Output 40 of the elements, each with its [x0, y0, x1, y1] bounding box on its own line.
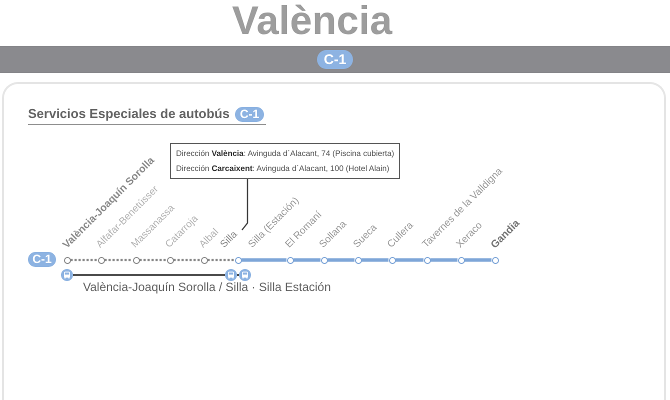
line-badge: C-1 — [28, 252, 56, 267]
route-caption: València-Joaquín Sorolla / Silla · Silla Estación — [83, 280, 331, 294]
station-marker-icon — [320, 256, 328, 264]
route-line — [430, 258, 458, 262]
dotted-route-line — [174, 258, 200, 262]
route-line — [242, 258, 286, 262]
dotted-route-line — [208, 258, 234, 262]
leader-line — [241, 179, 248, 230]
note-box — [170, 143, 400, 179]
dotted-route-line — [70, 258, 98, 262]
station-marker-icon — [166, 256, 174, 264]
dotted-route-line — [104, 258, 132, 262]
route-line — [294, 258, 320, 262]
station-marker-icon — [234, 256, 242, 264]
route-line — [396, 258, 424, 262]
dotted-route-line — [140, 258, 166, 262]
station-marker-icon — [132, 256, 140, 264]
bus-icon — [239, 269, 251, 281]
station-marker-icon — [64, 256, 70, 264]
bus-route-line — [73, 274, 225, 276]
station-marker-icon — [388, 256, 396, 264]
station-marker-icon — [492, 256, 498, 264]
note-text: Dirección València: Avinguda d´Alacant, 74 (Piscina cubierta) — [176, 148, 394, 160]
station-marker-icon — [354, 256, 362, 264]
station-marker-icon — [286, 256, 294, 264]
station-marker-icon — [458, 256, 464, 264]
line-badge: C-1 — [317, 50, 353, 69]
line-badge: C-1 — [235, 107, 264, 122]
bus-icon — [225, 269, 237, 281]
page-title: València — [232, 0, 392, 42]
section-heading: Servicios Especiales de autobús — [28, 106, 230, 122]
bus-icon — [61, 269, 73, 281]
station-marker-icon — [200, 256, 208, 264]
station-marker-icon — [424, 256, 430, 264]
station-marker-icon — [98, 256, 104, 264]
route-line — [362, 258, 388, 262]
route-line — [328, 258, 354, 262]
note-text: Dirección Carcaixent: Avinguda d´Alacant, 100 (Hotel Alain) — [176, 163, 390, 175]
route-line — [464, 258, 492, 262]
station-name: Silla — [218, 229, 240, 251]
